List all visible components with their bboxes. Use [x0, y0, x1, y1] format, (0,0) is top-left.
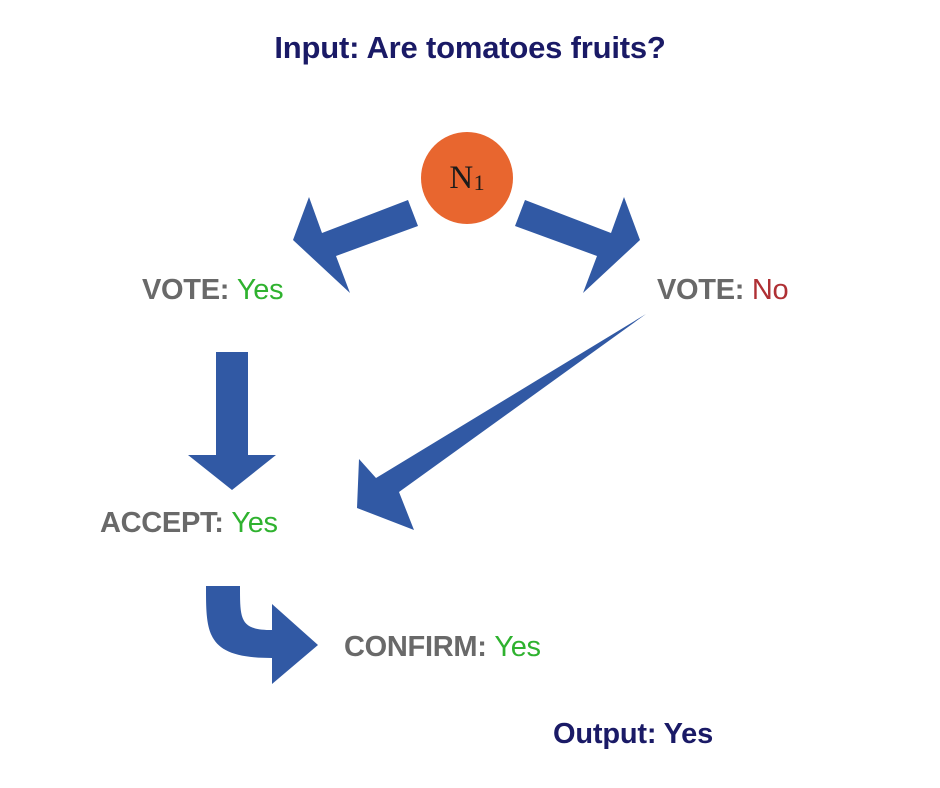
node-n1[interactable]: N1: [421, 132, 513, 224]
label-confirm-yes-key: CONFIRM:: [344, 631, 487, 663]
label-vote-no-key: VOTE:: [657, 274, 745, 306]
edge-accept-to-confirm-icon: [206, 586, 318, 684]
edge-node-to-vote-no-icon: [515, 197, 640, 293]
node-n1-label: N1: [449, 159, 485, 196]
edge-vote-yes-to-accept-icon: [188, 352, 276, 490]
label-vote-yes: VOTE: Yes: [142, 274, 284, 307]
label-accept-yes-value: Yes: [231, 507, 278, 539]
label-vote-yes-key: VOTE:: [142, 274, 230, 306]
node-n1-label-subscript: 1: [473, 169, 485, 195]
label-accept-yes: ACCEPT: Yes: [100, 507, 278, 540]
label-vote-no: VOTE: No: [657, 274, 789, 307]
label-vote-no-value: No: [751, 274, 789, 306]
label-confirm-yes-value: Yes: [494, 631, 541, 663]
output-label: Output: Yes: [553, 718, 714, 750]
edge-vote-no-to-accept-icon: [357, 314, 646, 530]
edge-node-to-vote-yes-icon: [293, 197, 418, 293]
node-n1-label-prefix: N: [449, 159, 474, 196]
label-confirm-yes: CONFIRM: Yes: [344, 631, 541, 664]
label-accept-yes-key: ACCEPT:: [100, 507, 224, 539]
page-title: Input: Are tomatoes fruits?: [274, 30, 666, 65]
label-vote-yes-value: Yes: [236, 274, 284, 306]
